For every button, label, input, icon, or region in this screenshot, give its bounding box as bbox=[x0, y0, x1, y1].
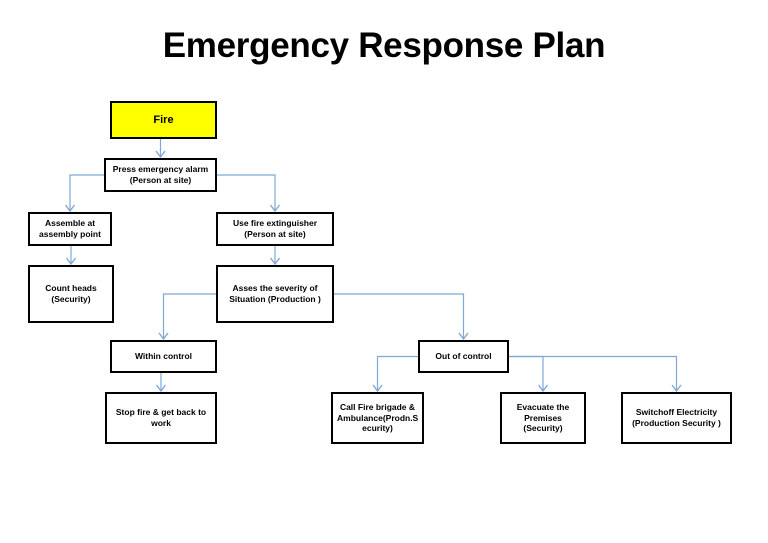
connector-line-e-outof-switchoff bbox=[509, 355, 678, 391]
flow-node-fire[interactable]: Fire bbox=[110, 101, 217, 139]
arrowhead-e-outof-switchoff bbox=[671, 384, 682, 393]
flow-node-label: Press emergency alarm (Person at site) bbox=[112, 164, 209, 185]
flow-node-label: Switchoff Electricity (Production Securi… bbox=[632, 407, 721, 428]
flow-node-switchoff[interactable]: Switchoff Electricity (Production Securi… bbox=[621, 392, 732, 444]
connector-line-e-alarm-assemble bbox=[69, 174, 104, 211]
arrowhead-e-alarm-extinguisher bbox=[269, 204, 281, 213]
arrowhead-e-assess-outof bbox=[458, 332, 469, 341]
arrowhead-e-fire-alarm bbox=[155, 150, 166, 159]
flow-node-label: Use fire extinguisher (Person at site) bbox=[232, 218, 318, 239]
flow-node-within[interactable]: Within control bbox=[110, 340, 217, 373]
flow-node-label: Fire bbox=[153, 113, 174, 126]
flow-node-assemble[interactable]: Assemble at assembly point bbox=[28, 212, 112, 246]
arrowhead-e-within-stopfire bbox=[155, 384, 167, 393]
flow-node-counthead[interactable]: Count heads (Security) bbox=[28, 265, 114, 323]
flow-node-label: Count heads (Security) bbox=[45, 283, 97, 304]
flow-node-assess[interactable]: Asses the severity of Situation (Product… bbox=[216, 265, 334, 323]
arrowhead-e-assemble-counthead bbox=[65, 257, 77, 266]
flow-node-outof[interactable]: Out of control bbox=[418, 340, 509, 373]
arrowhead-e-outof-callfire bbox=[372, 384, 383, 393]
flow-node-stopfire[interactable]: Stop fire & get back to work bbox=[105, 392, 217, 444]
arrowhead-e-assess-within bbox=[158, 332, 169, 341]
flow-node-label: Assemble at assembly point bbox=[39, 218, 101, 239]
flow-node-label: Call Fire brigade & Ambulance(Prodn.S ec… bbox=[337, 401, 419, 434]
flow-node-label: Evacuate the Premises (Security) bbox=[516, 401, 570, 434]
flow-node-label: Asses the severity of Situation (Product… bbox=[229, 283, 321, 304]
connector-line-e-assess-within bbox=[162, 293, 216, 339]
flow-node-label: Within control bbox=[134, 351, 193, 362]
connector-line-e-outof-evacuate bbox=[509, 355, 544, 391]
connector-line-e-assess-outof bbox=[334, 293, 465, 339]
arrowhead-e-extinguisher-assess bbox=[269, 257, 281, 266]
flow-node-evacuate[interactable]: Evacuate the Premises (Security) bbox=[500, 392, 586, 444]
flow-node-extinguisher[interactable]: Use fire extinguisher (Person at site) bbox=[216, 212, 334, 246]
page-title: Emergency Response Plan bbox=[162, 26, 606, 65]
flow-node-label: Out of control bbox=[435, 351, 492, 362]
connector-line-e-alarm-extinguisher bbox=[217, 174, 276, 211]
arrowhead-e-alarm-assemble bbox=[64, 204, 76, 213]
flow-node-callfire[interactable]: Call Fire brigade & Ambulance(Prodn.S ec… bbox=[331, 392, 424, 444]
flow-node-alarm[interactable]: Press emergency alarm (Person at site) bbox=[104, 158, 217, 192]
connector-line-e-outof-callfire bbox=[376, 355, 418, 391]
flow-node-label: Stop fire & get back to work bbox=[115, 407, 207, 428]
arrowhead-e-outof-evacuate bbox=[537, 384, 549, 393]
